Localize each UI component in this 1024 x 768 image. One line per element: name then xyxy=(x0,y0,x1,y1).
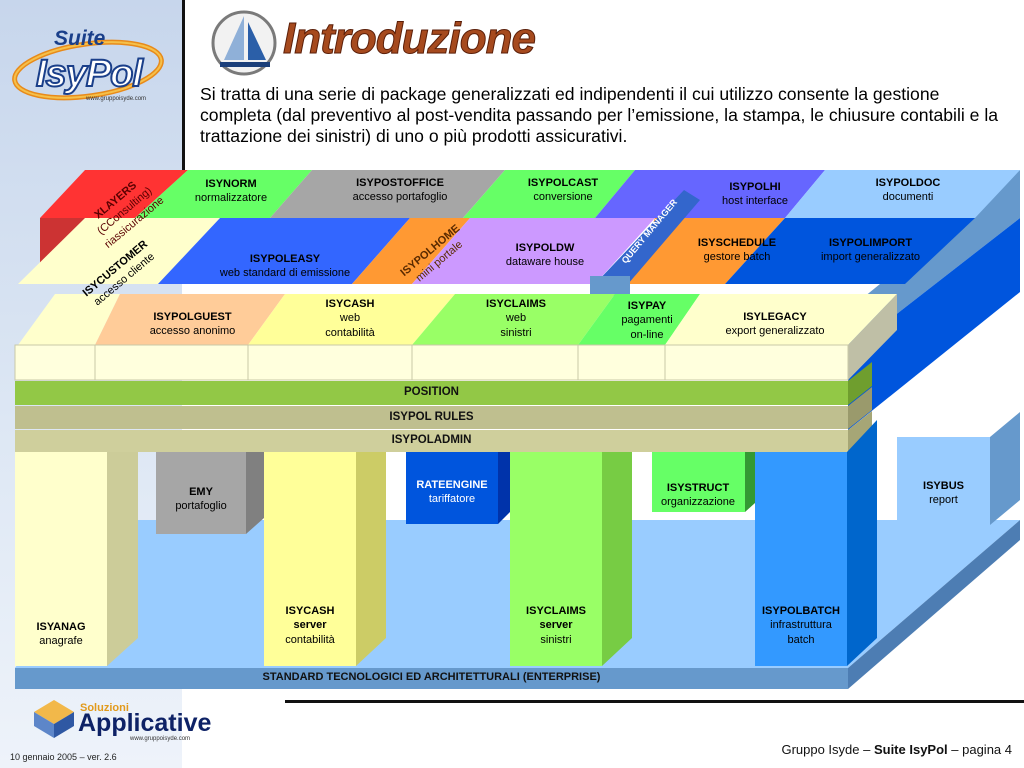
layer3-front xyxy=(14,344,849,381)
layer2-yellow xyxy=(18,218,220,284)
pillar-rateengine-front xyxy=(406,452,498,524)
base-plate-front xyxy=(15,668,848,689)
pillar-isybus-side xyxy=(990,412,1020,525)
pkg-isypostoffice: ISYPOSTOFFICE accesso portafoglio xyxy=(352,177,448,204)
applicative-cube-icon xyxy=(34,700,74,738)
pillar-isycash-side xyxy=(356,452,386,666)
band-rules-side xyxy=(848,387,872,429)
footer-divider xyxy=(285,700,1024,703)
layer1-red xyxy=(40,170,188,218)
band-rules-label: ISYPOL RULES xyxy=(389,411,474,423)
layer2-blue2 xyxy=(725,218,975,284)
footer-text: Gruppo Isyde – Suite IsyPol – pagina 4 xyxy=(781,742,1012,757)
pkg-isypolguest: ISYPOLGUEST accesso anonimo xyxy=(149,311,236,338)
query-manager-front xyxy=(590,276,630,296)
layer3-green2 xyxy=(578,294,700,345)
stack-side-2 xyxy=(848,218,1020,430)
layer1-green xyxy=(135,170,312,218)
pkg-isyclaims-web: ISYCLAIMS web sinistri xyxy=(486,298,546,339)
pkg-isypoleasy: ISYPOLEASY web standard di emissione xyxy=(219,253,351,280)
applicative-text: Applicative xyxy=(78,709,212,737)
layer1-gray xyxy=(270,170,505,218)
pillar-isypolbatch-front xyxy=(755,452,847,666)
pillar-isybus-label: ISYBUS report xyxy=(923,480,964,507)
layer3-side xyxy=(848,294,897,380)
pillar-isyanag-front xyxy=(15,452,107,666)
soluzioni-text: Soluzioni xyxy=(80,702,129,714)
pillar-isycash-front xyxy=(264,452,356,666)
band-admin xyxy=(15,430,848,452)
pkg-isycash-web: ISYCASH web contabilità xyxy=(325,298,375,339)
layer3-orange xyxy=(95,294,285,345)
pkg-isypolimport: ISYPOLIMPORT import generalizzato xyxy=(820,237,921,264)
pkg-isypolhi: ISYPOLHI host interface xyxy=(721,181,789,208)
query-manager-strip xyxy=(595,190,700,284)
band-admin-label: ISYPOLADMIN xyxy=(391,434,472,446)
layer2-blue xyxy=(158,218,410,284)
pkg-isyschedule: ISYSCHEDULE gestore batch xyxy=(697,237,777,264)
logo-url-text: www.gruppoisyde.com xyxy=(86,96,147,102)
pillar-isystruct-front xyxy=(652,452,745,512)
pillar-emy-front xyxy=(156,452,246,534)
pillar-isyanag-side xyxy=(107,452,138,666)
header-divider-vertical xyxy=(182,0,185,170)
band-rules xyxy=(15,406,848,429)
layer1-lightblue xyxy=(785,170,1020,218)
pillar-isyclaims-front xyxy=(510,452,602,666)
logo-suite-text: Suite xyxy=(54,27,106,50)
pkg-isypolcast: ISYPOLCAST conversione xyxy=(527,177,599,204)
pillar-emy-side xyxy=(246,440,264,534)
pkg-isypoldoc: ISYPOLDOC documenti xyxy=(875,177,941,204)
pillar-isystruct-side xyxy=(745,444,755,512)
pillar-isyclaims-side xyxy=(602,452,632,666)
layer2-purple xyxy=(412,218,655,284)
pillar-isybus-front xyxy=(897,437,990,525)
base-plate-side xyxy=(848,520,1020,689)
base-standards-label: STANDARD TECNOLOGICI ED ARCHITETTURALI (… xyxy=(262,671,601,683)
layer1-green2 xyxy=(463,170,635,218)
pillar-rateengine-label: RATEENGINE tariffatore xyxy=(416,479,488,506)
band-position-label: POSITION xyxy=(404,386,459,398)
pillar-isystruct-label: ISYSTRUCT organizzazione xyxy=(661,482,735,509)
version-date: 10 gennaio 2005 – ver. 2.6 xyxy=(10,752,117,762)
pkg-isypay: ISYPAY pagamenti on-line xyxy=(621,300,673,341)
pillar-rateengine-side xyxy=(498,442,510,524)
band-position-side xyxy=(848,362,872,405)
layer2-orange xyxy=(352,218,470,284)
pillar-emy-label: EMY portafoglio xyxy=(175,486,227,513)
pkg-isylegacy: ISYLEGACY export generalizzato xyxy=(725,311,825,338)
pillar-isyclaims-server-label: ISYCLAIMS server sinistri xyxy=(526,605,586,646)
band-position xyxy=(15,381,848,405)
logo-isypol-text: IsyPol xyxy=(35,52,144,96)
pillar-isyanag-label: ISYANAG anagrafe xyxy=(36,621,86,648)
pillar-isypolbatch-side xyxy=(847,420,877,666)
layer3-yellow3 xyxy=(665,294,897,345)
applicative-url: www.gruppoisyde.com xyxy=(130,736,191,742)
pillar-isycash-server-label: ISYCASH server contabilità xyxy=(285,605,335,646)
sail-logo-icon xyxy=(211,10,277,76)
band-admin-side xyxy=(848,411,872,452)
logo-swoosh-icon xyxy=(12,39,164,101)
intro-paragraph: Si tratta di una serie di package genera… xyxy=(200,84,999,147)
layer1-purple xyxy=(595,170,825,218)
page-title: Introduzione xyxy=(283,14,537,64)
pillar-isypolbatch-label: ISYPOLBATCH infrastruttura batch xyxy=(761,605,841,646)
layer3-yellow2 xyxy=(248,294,455,345)
layer3-yellow xyxy=(18,294,120,345)
pkg-isypoldw: ISYPOLDW dataware house xyxy=(505,242,585,269)
pkg-isynorm: ISYNORM normalizzatore xyxy=(194,178,268,205)
layer3-green xyxy=(412,294,615,345)
